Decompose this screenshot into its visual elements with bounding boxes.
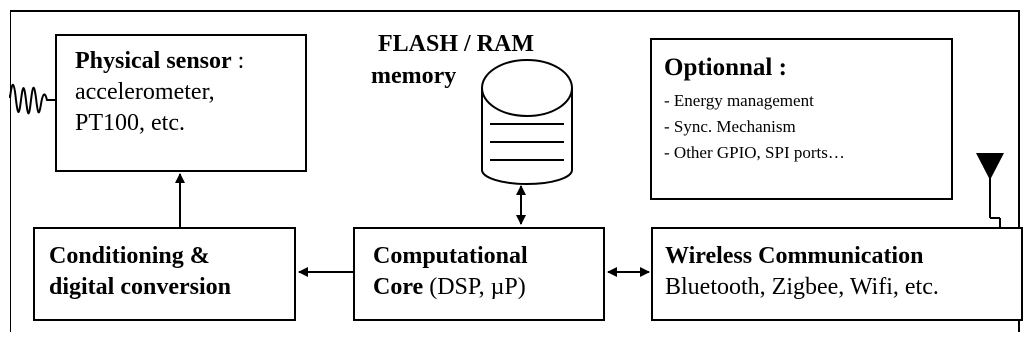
core-detail: (DSP, µP): [423, 274, 526, 300]
sensor-line-2: accelerometer,: [75, 79, 215, 105]
sensor-title-suffix: :: [231, 48, 245, 74]
physical-sensor-box: Physical sensor : accelerometer, PT100, …: [55, 34, 307, 172]
memory-cylinder-icon: [481, 59, 573, 185]
wireless-title: Wireless Communication: [665, 243, 924, 269]
diagram-frame: [10, 10, 1020, 332]
wireless-communication-box: Wireless Communication Bluetooth, Zigbee…: [651, 227, 1023, 321]
optional-item: - Energy management: [664, 91, 814, 110]
sensor-title: Physical sensor: [75, 48, 232, 74]
optional-box: Optionnal : - Energy management - Sync. …: [650, 38, 953, 200]
antenna-icon: [976, 153, 1004, 227]
optional-item: - Sync. Mechanism: [664, 117, 796, 136]
memory-label-line2: memory: [371, 63, 457, 89]
optional-title: Optionnal :: [664, 54, 787, 81]
computational-core-box: Computational Core (DSP, µP): [353, 227, 605, 321]
core-label: Core: [373, 274, 424, 300]
sensor-signal-wave: [9, 83, 55, 115]
core-title: Computational: [373, 243, 528, 269]
conditioning-line-1: Conditioning &: [49, 243, 210, 269]
memory-label-line1: FLASH / RAM: [378, 31, 534, 57]
memory-label: FLASH / RAM memory: [371, 28, 534, 92]
conditioning-box: Conditioning & digital conversion: [33, 227, 296, 321]
conditioning-line-2: digital conversion: [49, 274, 232, 300]
optional-item: - Other GPIO, SPI ports…: [664, 143, 845, 162]
wireless-protocols: Bluetooth, Zigbee, Wifi, etc.: [665, 274, 939, 300]
sensor-line-3: PT100, etc.: [75, 110, 185, 136]
